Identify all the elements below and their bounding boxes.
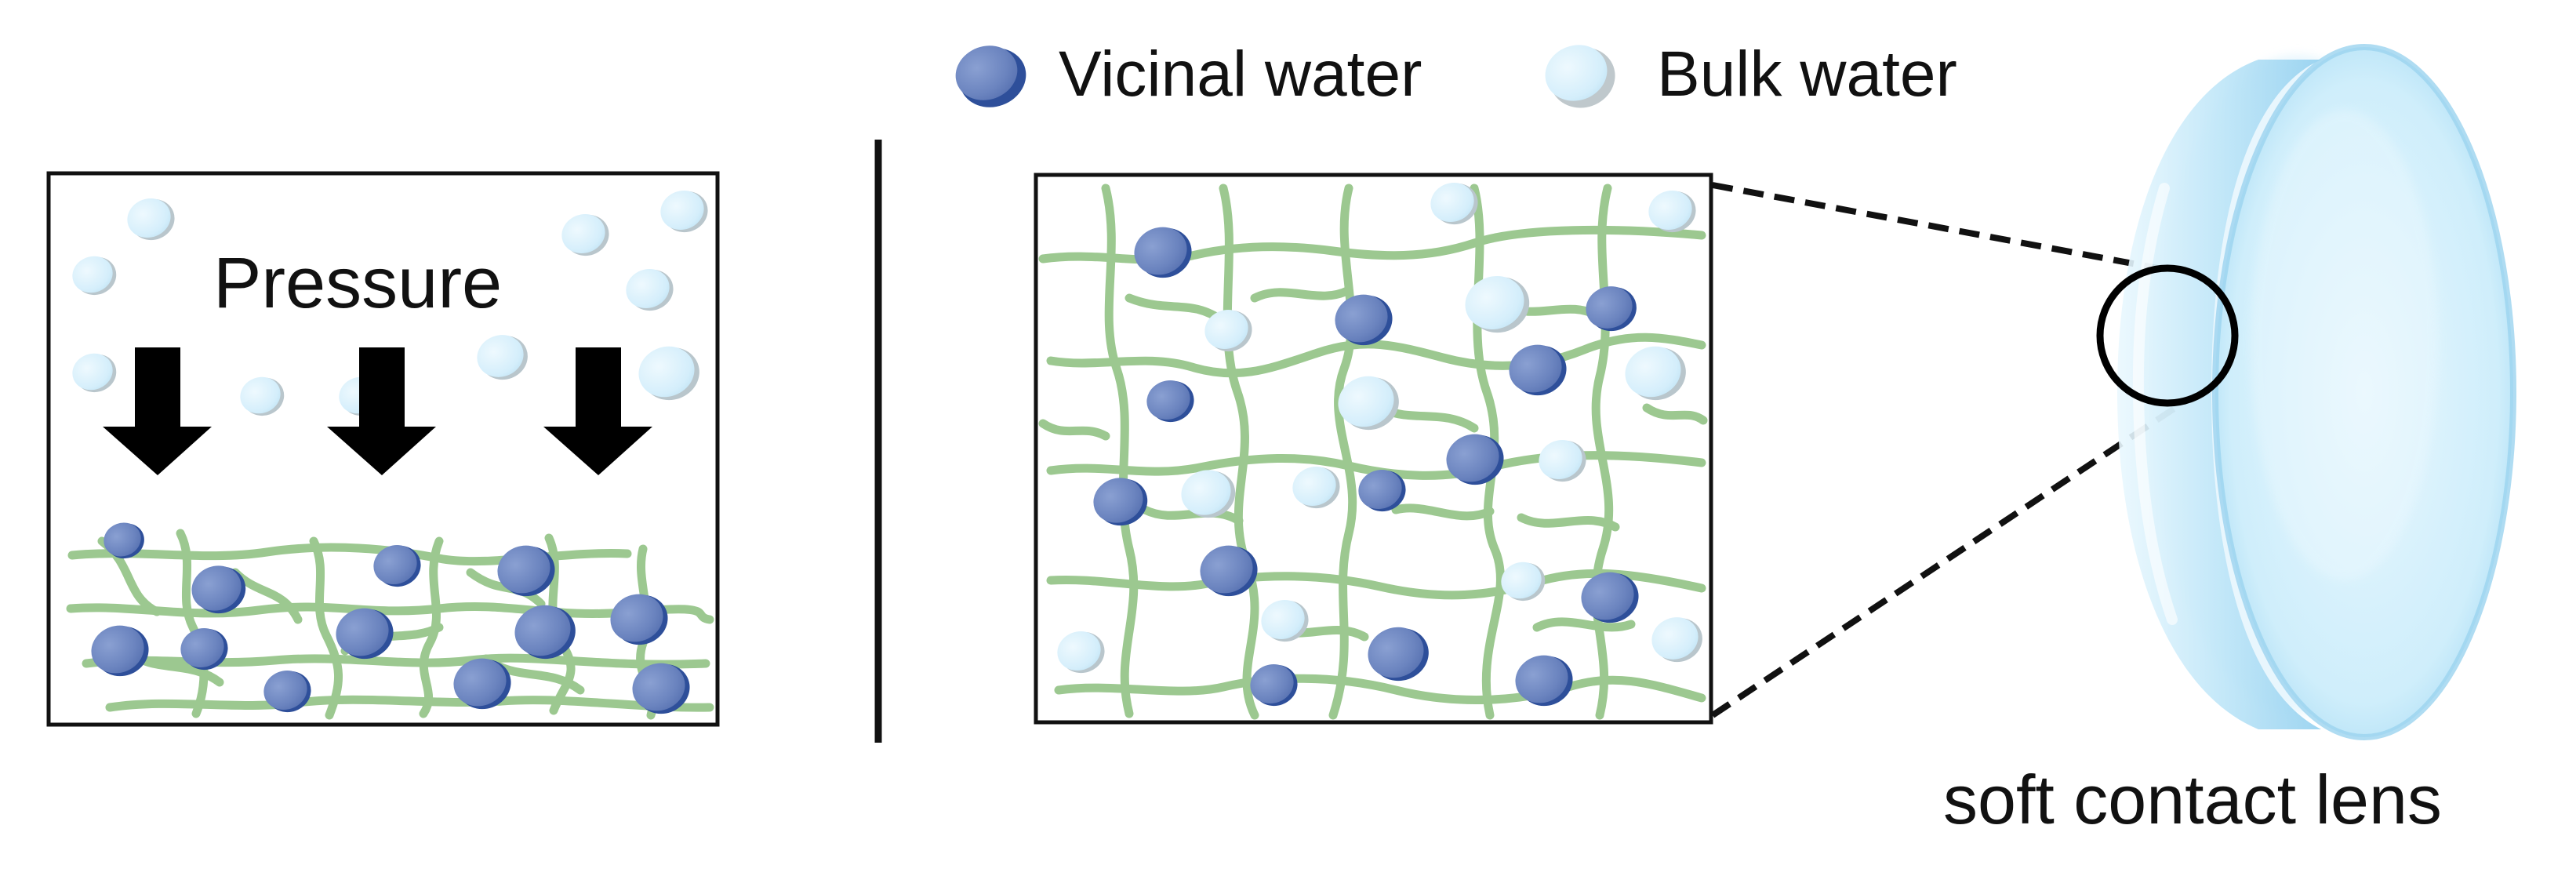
vicinal-water-droplet-icon	[263, 670, 311, 713]
vicinal-water-droplet-icon	[1446, 434, 1504, 485]
bulk-water-droplet-icon	[1430, 182, 1478, 225]
vicinal-water-droplet-icon	[1509, 344, 1567, 396]
bulk-water-droplet-icon	[1501, 562, 1546, 602]
bulk-water-droplet-icon	[1648, 190, 1696, 233]
pressure-arrows	[103, 347, 652, 475]
vicinal-water-droplet-icon	[610, 594, 668, 645]
arrow-down-icon	[327, 347, 436, 475]
vicinal-water-droplet-icon	[1200, 545, 1258, 597]
legend-bulk-label: Bulk water	[1657, 38, 1957, 110]
bulk-water-droplet-icon	[1181, 470, 1236, 518]
vicinal-water-droplet-icon	[1250, 663, 1298, 707]
legend-vicinal-label: Vicinal water	[1059, 38, 1422, 110]
zoom-callout-lines	[1710, 182, 2187, 718]
bulk-water-droplet-icon	[561, 213, 609, 256]
vicinal-water-droplet-icon	[632, 663, 690, 714]
hydrogel-network-panel	[1034, 173, 1713, 725]
vicinal-water-droplet-icon	[1093, 478, 1148, 526]
vicinal-water-droplet-icon	[373, 544, 421, 587]
bulk-water-droplet-icon	[72, 353, 117, 393]
legend-vicinal-icon	[955, 45, 1026, 107]
right-bulk-water-group	[1057, 182, 1702, 674]
vicinal-water-droplet-icon	[514, 605, 576, 660]
bulk-water-droplet-icon	[477, 335, 528, 380]
bulk-water-droplet-icon	[1465, 275, 1530, 333]
bulk-water-droplet-icon	[240, 376, 285, 416]
bulk-water-droplet-icon	[638, 346, 699, 401]
vicinal-water-droplet-icon	[453, 658, 511, 710]
bulk-water-droplet-icon	[1539, 439, 1586, 482]
bulk-water-droplet-icon	[1057, 631, 1105, 674]
bulk-water-droplet-icon	[1625, 346, 1686, 401]
vicinal-water-droplet-icon	[1358, 469, 1406, 512]
bulk-water-droplet-icon	[1261, 599, 1309, 642]
bulk-water-droplet-icon	[626, 268, 674, 311]
vicinal-water-droplet-icon	[180, 627, 228, 671]
bulk-water-droplet-icon	[1338, 376, 1399, 431]
arrow-down-icon	[543, 347, 652, 475]
bulk-water-droplet-icon	[660, 190, 708, 233]
pressure-label: Pressure	[213, 243, 502, 323]
legend: Vicinal water Bulk water	[955, 38, 1957, 110]
bulk-water-droplet-icon	[1292, 466, 1340, 509]
vicinal-water-droplet-icon	[1146, 380, 1194, 423]
vicinal-water-droplet-icon	[91, 625, 149, 677]
left-vicinal-water-group	[91, 522, 690, 714]
hydrogel-polymer-network	[1038, 184, 1708, 720]
vicinal-water-droplet-icon	[1368, 627, 1429, 682]
legend-bulk-icon	[1545, 45, 1615, 108]
soft-contact-lens-icon	[2117, 44, 2516, 740]
lens-caption: soft contact lens	[1943, 761, 2442, 838]
lens-magnifier-circle	[2096, 264, 2239, 407]
bulk-water-droplet-icon	[127, 198, 175, 241]
vicinal-water-droplet-icon	[497, 545, 555, 597]
bulk-water-droplet-icon	[1204, 309, 1252, 352]
vicinal-water-droplet-icon	[336, 608, 394, 660]
vicinal-water-droplet-icon	[1335, 294, 1393, 346]
vicinal-water-droplet-icon	[1515, 655, 1573, 707]
compressed-gel-panel: Pressure	[46, 171, 720, 727]
vicinal-water-droplet-icon	[191, 565, 246, 614]
vicinal-water-droplet-icon	[104, 522, 144, 559]
bulk-water-droplet-icon	[1651, 617, 1702, 663]
vicinal-water-droplet-icon	[1134, 227, 1192, 278]
right-vicinal-water-group	[1093, 227, 1639, 707]
vicinal-water-droplet-icon	[1586, 286, 1637, 332]
vicinal-water-droplet-icon	[1581, 572, 1639, 623]
arrow-down-icon	[103, 347, 212, 475]
bulk-water-droplet-icon	[72, 256, 117, 296]
